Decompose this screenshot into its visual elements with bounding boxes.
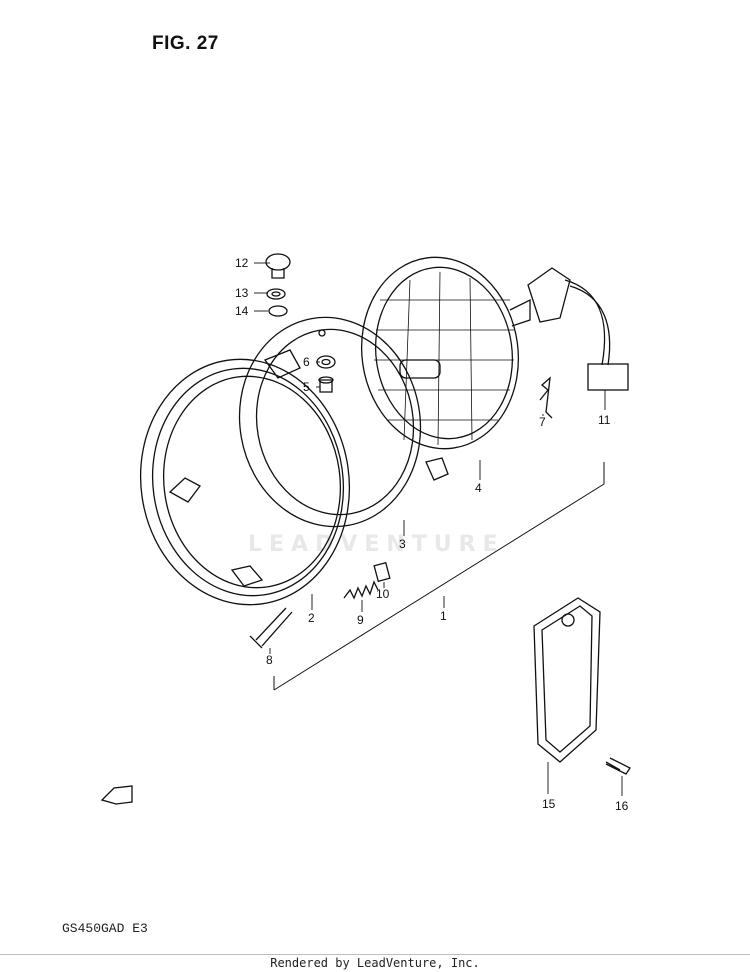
- forward-arrow-icon: [100, 785, 133, 805]
- washer-and-screw: [316, 355, 336, 393]
- headlamp-rim: [139, 358, 351, 606]
- bolt-and-washers: [265, 253, 291, 317]
- callout-2: 2: [308, 611, 315, 625]
- leader-lines: [254, 262, 623, 796]
- reflector: [533, 597, 601, 763]
- callout-12: 12: [235, 256, 249, 270]
- callout-9: 9: [357, 613, 364, 627]
- clip: [539, 376, 553, 419]
- watermark-text: LEADVENTURE: [248, 532, 505, 557]
- callout-13: 13: [235, 286, 249, 300]
- figure-title: FIG. 27: [152, 33, 219, 54]
- callout-5: 5: [303, 380, 310, 394]
- adjuster-nut: [373, 561, 391, 583]
- callout-labels: 12 13 14 6 5 3 4 7 11 2 8 9 10 1 15 16 F…: [111, 256, 629, 813]
- model-code: GS450GAD E3: [62, 921, 148, 936]
- callout-4: 4: [475, 481, 482, 495]
- callout-10: 10: [376, 587, 390, 601]
- callout-11: 11: [598, 413, 611, 427]
- callout-8: 8: [266, 653, 273, 667]
- assembly-bracket: [273, 462, 605, 691]
- callout-7: 7: [539, 415, 546, 429]
- sealed-beam-unit: [360, 256, 531, 450]
- adjuster-spring: [343, 580, 379, 600]
- callout-1: 1: [440, 609, 447, 623]
- socket-harness: [527, 267, 629, 391]
- callout-16: 16: [615, 799, 629, 813]
- long-screw: [249, 607, 293, 649]
- reflector-screw: [605, 757, 631, 775]
- footer-credit: Rendered by LeadVenture, Inc.: [270, 956, 480, 970]
- callout-3: 3: [399, 537, 406, 551]
- headlamp-housing-ring: [238, 316, 449, 528]
- footer-bar: [0, 954, 750, 972]
- fwd-label: FWD: [111, 793, 128, 803]
- callout-6: 6: [303, 355, 310, 369]
- callout-14: 14: [235, 304, 249, 318]
- callout-15: 15: [542, 797, 556, 811]
